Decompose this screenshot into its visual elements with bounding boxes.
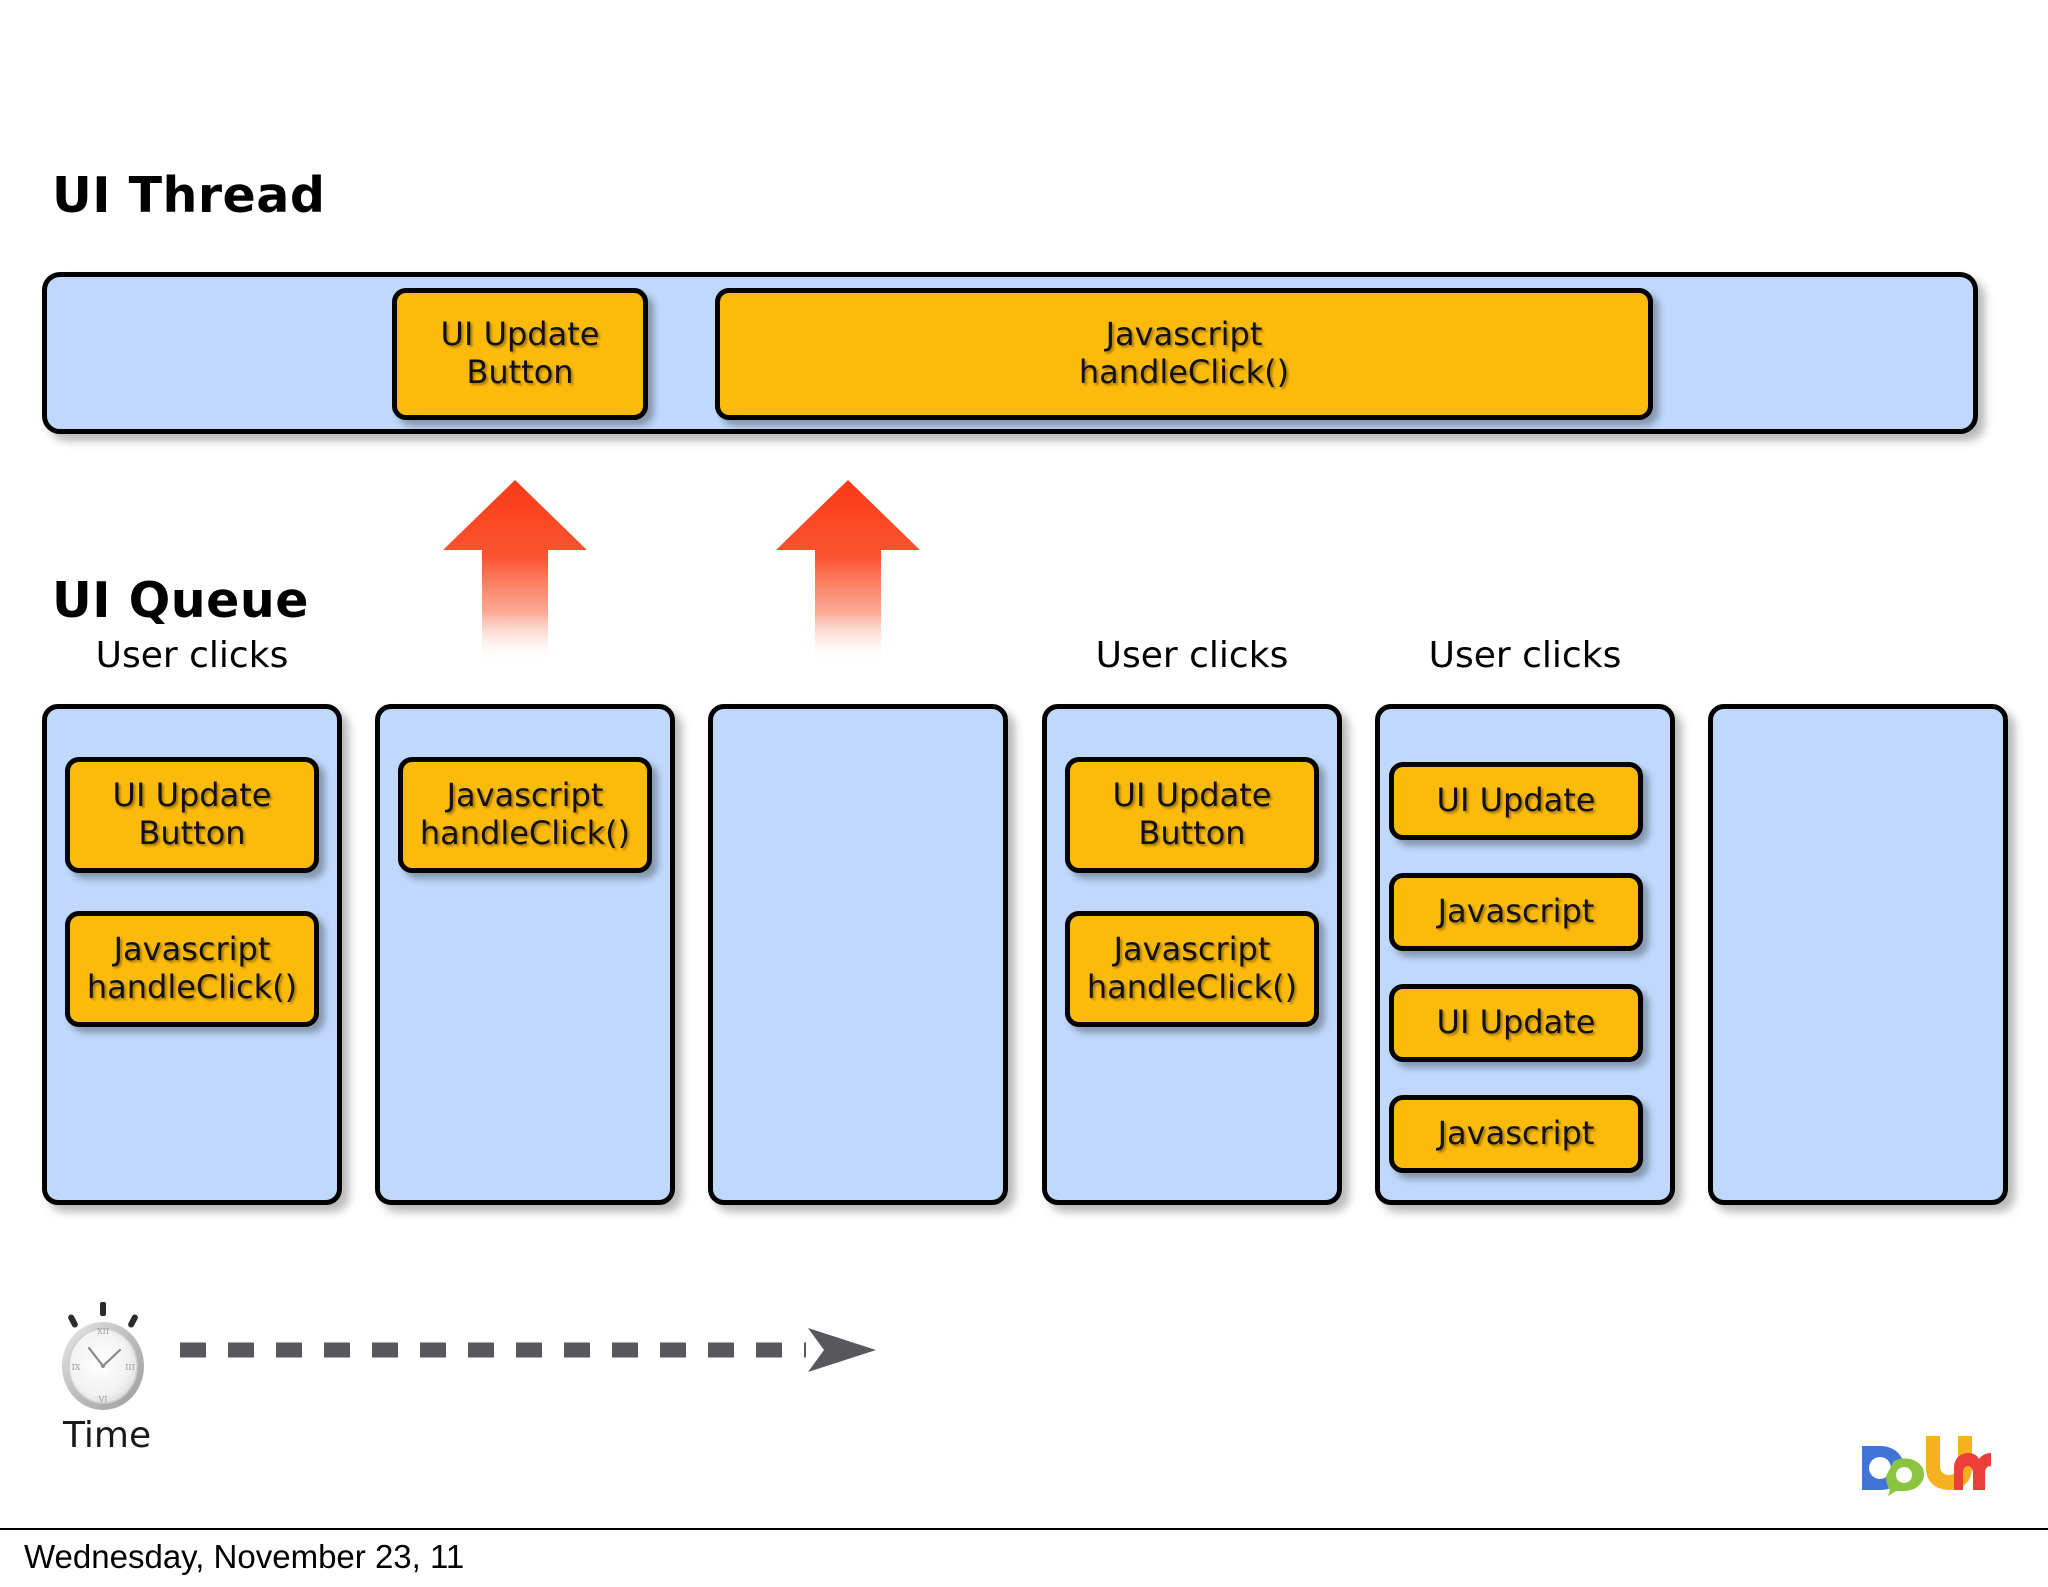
dashed-right-arrow-icon	[180, 1328, 876, 1372]
queue-column-6	[1708, 704, 2008, 1205]
queue-item-line2: handleClick()	[1086, 968, 1298, 1006]
svg-text:VI: VI	[98, 1395, 108, 1404]
queue-column-3	[708, 704, 1008, 1205]
queue-item-line1: Javascript	[1113, 930, 1271, 969]
block-label-line1: UI Update	[440, 315, 600, 354]
queue-item-line1: Javascript	[1437, 892, 1595, 931]
queue-item-line2: Button	[138, 814, 246, 852]
daum-logo	[1862, 1436, 1991, 1496]
time-axis-label: Time	[63, 1415, 152, 1456]
svg-text:IX: IX	[72, 1363, 81, 1372]
queue-item-line2: handleClick()	[419, 814, 631, 852]
queue-item-javascript: Javascript	[1389, 1095, 1643, 1173]
queue-item-line1: UI Update	[1112, 776, 1272, 815]
ui-thread-heading: UI Thread	[52, 167, 326, 224]
queue-item-javascript-handleclick: Javascript handleClick()	[65, 911, 319, 1027]
queue-item-ui-update: UI Update	[1389, 984, 1643, 1062]
block-label-line2: Button	[466, 353, 574, 391]
queue-item-javascript-handleclick: Javascript handleClick()	[398, 757, 652, 873]
queue-item-line1: Javascript	[1437, 1114, 1595, 1153]
user-clicks-label-3: User clicks	[1428, 635, 1622, 676]
queue-item-line1: UI Update	[1436, 1003, 1596, 1042]
queue-item-line2: Button	[1138, 814, 1246, 852]
queue-item-javascript-handleclick: Javascript handleClick()	[1065, 911, 1319, 1027]
footer-date: Wednesday, November 23, 11	[24, 1538, 465, 1575]
alarm-clock-icon: XII III VI IX	[58, 1300, 150, 1412]
user-clicks-label-2: User clicks	[1095, 635, 1289, 676]
ui-thread-block-javascript-handleclick: Javascript handleClick()	[715, 288, 1653, 420]
queue-item-line1: Javascript	[446, 776, 604, 815]
block-label-line2: handleClick()	[1078, 353, 1290, 391]
queue-item-line1: UI Update	[1436, 781, 1596, 820]
svg-text:XII: XII	[97, 1327, 109, 1336]
queue-item-line2: handleClick()	[86, 968, 298, 1006]
svg-text:III: III	[125, 1363, 134, 1372]
queue-to-thread-arrow-1	[443, 480, 587, 664]
footer-divider	[0, 1528, 2048, 1530]
queue-item-line1: UI Update	[112, 776, 272, 815]
queue-to-thread-arrow-2	[776, 480, 920, 664]
queue-item-line1: Javascript	[113, 930, 271, 969]
queue-item-javascript: Javascript	[1389, 873, 1643, 951]
ui-queue-heading: UI Queue	[52, 572, 309, 629]
queue-item-ui-update: UI Update	[1389, 762, 1643, 840]
queue-item-ui-update-button: UI Update Button	[1065, 757, 1319, 873]
user-clicks-label-1: User clicks	[95, 635, 289, 676]
queue-item-ui-update-button: UI Update Button	[65, 757, 319, 873]
ui-thread-block-ui-update-button: UI Update Button	[392, 288, 648, 420]
block-label-line1: Javascript	[1105, 315, 1263, 354]
